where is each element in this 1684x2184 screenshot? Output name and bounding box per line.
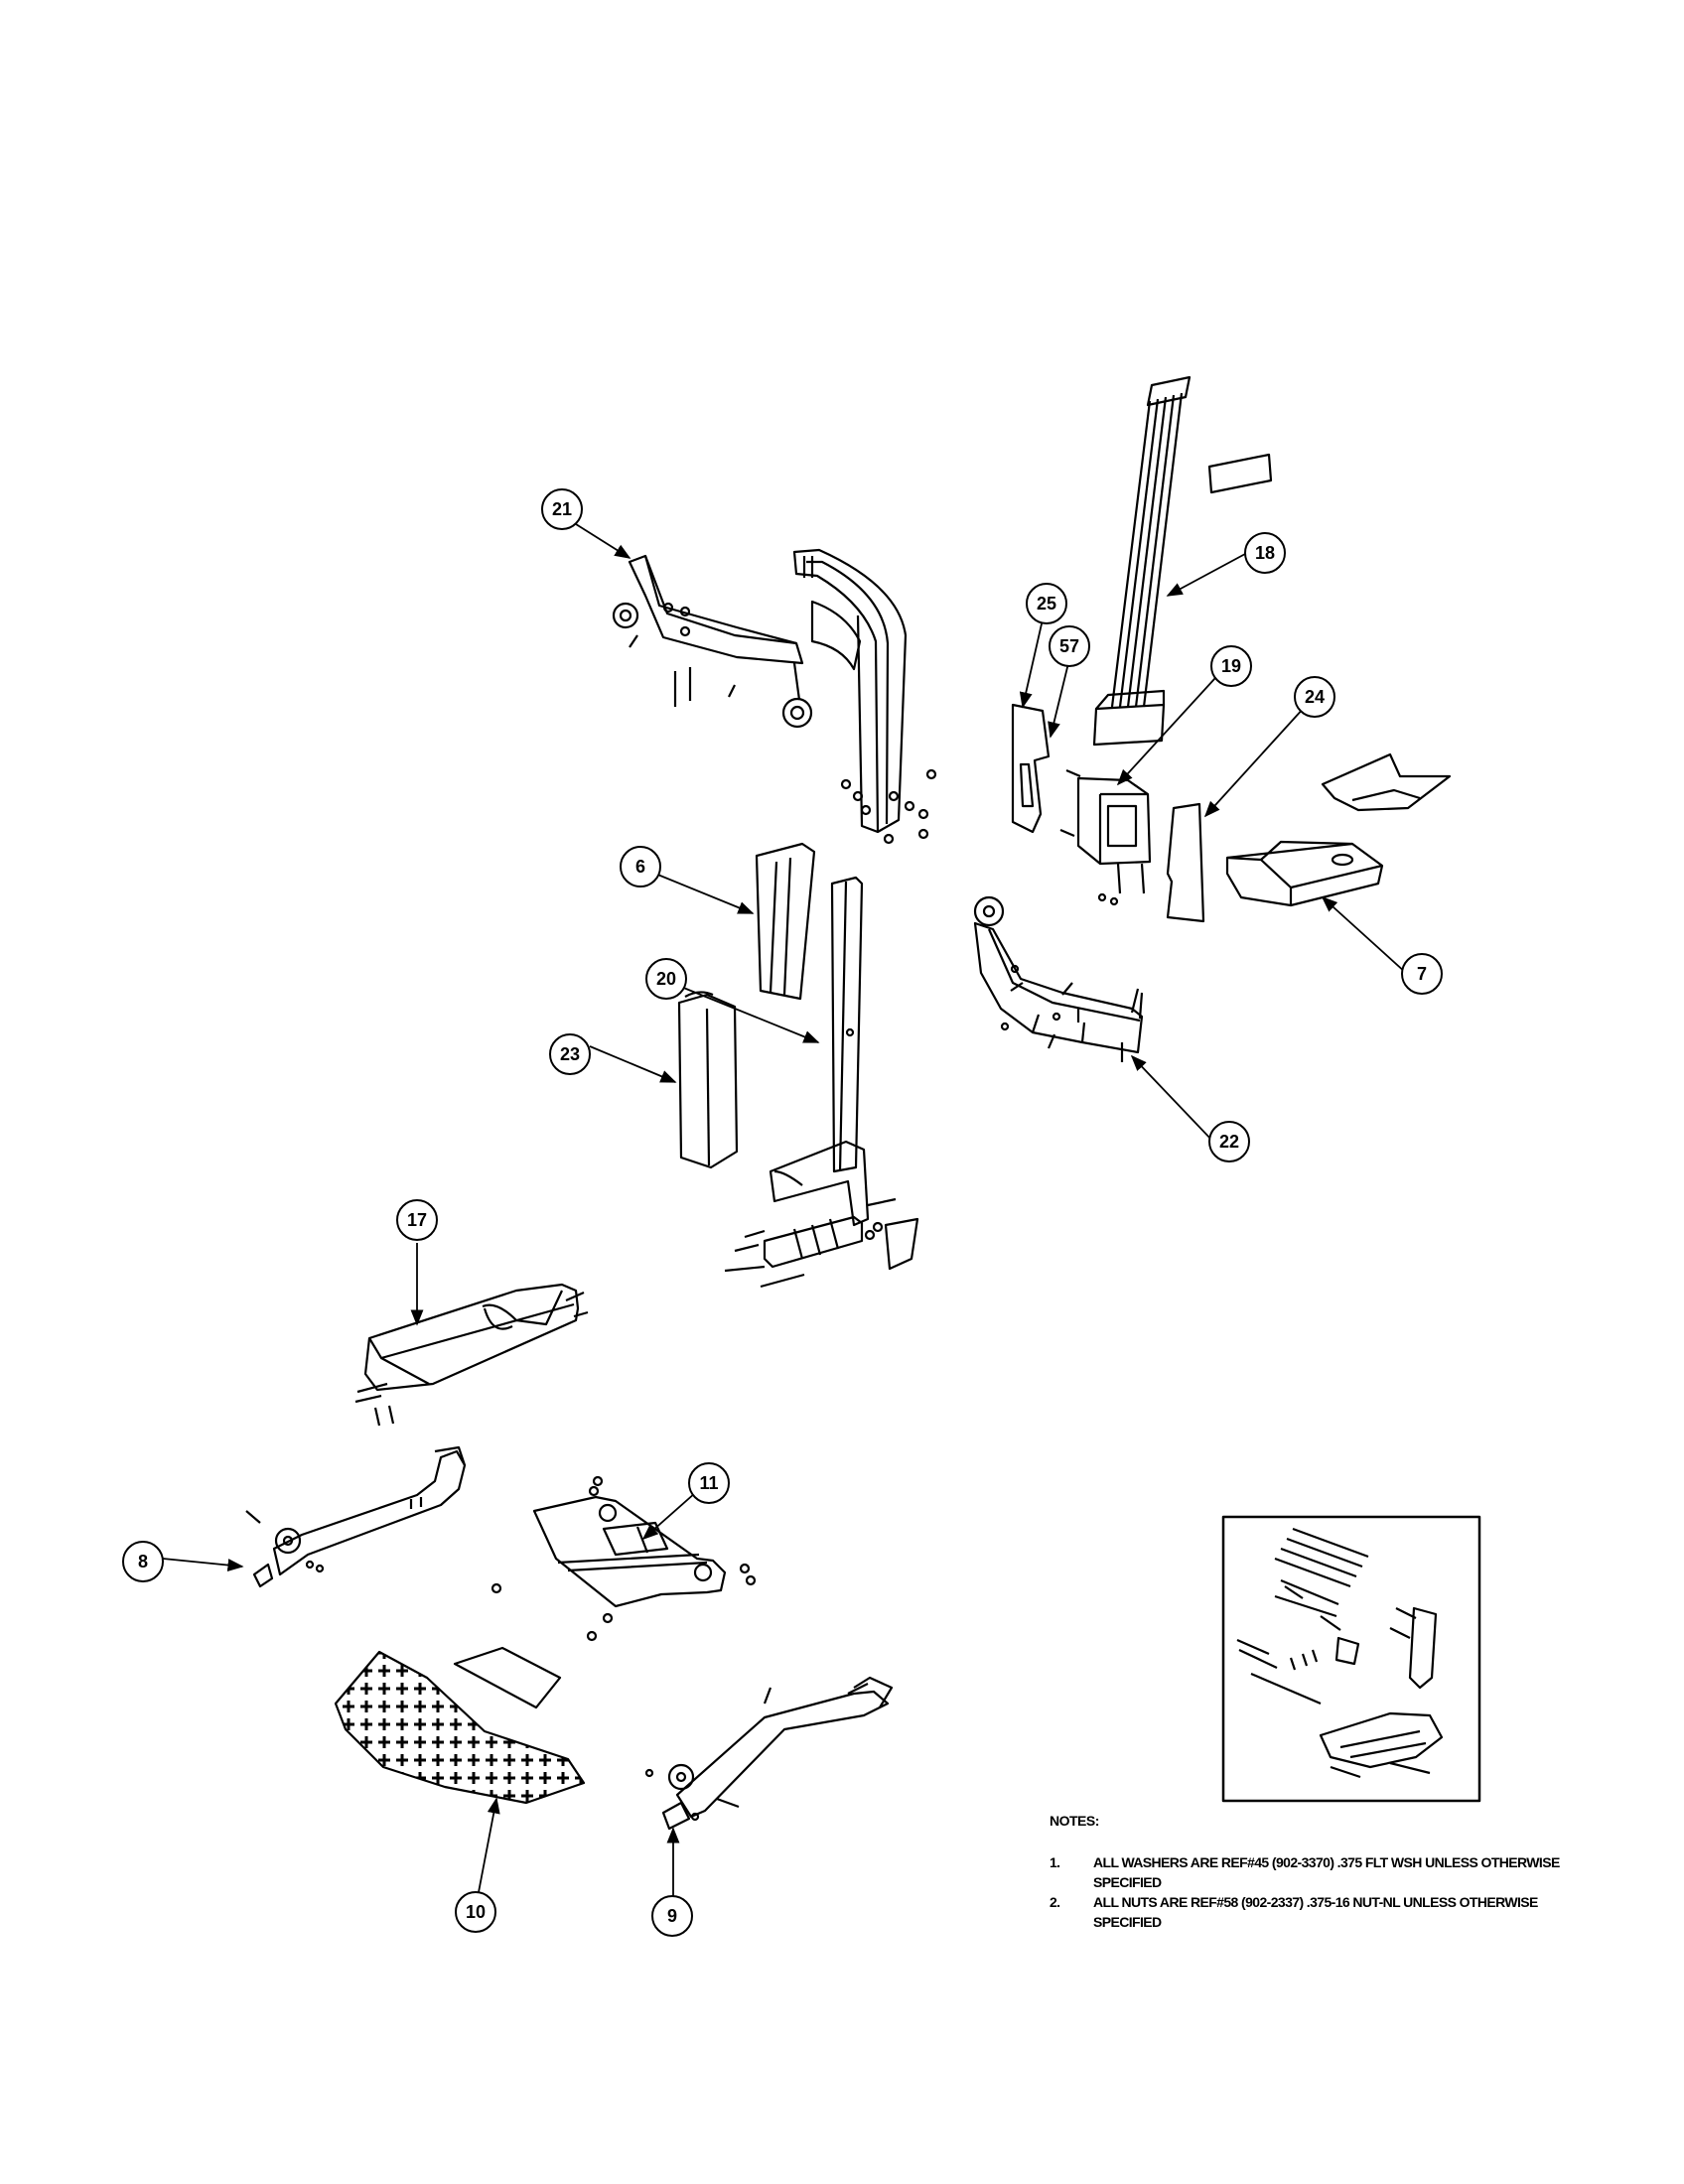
callout-label: 57 — [1059, 636, 1079, 656]
notes-title: NOTES: — [1050, 1813, 1099, 1829]
callout-label: 8 — [138, 1552, 148, 1571]
callout-7: 7 — [1401, 953, 1443, 995]
callout-23: 23 — [549, 1033, 591, 1075]
instruction-sheet — [453, 1646, 562, 1709]
callout-label: 6 — [635, 857, 645, 877]
callout-9: 9 — [651, 1895, 693, 1937]
part-25-shroud — [1011, 703, 1051, 834]
callout-25: 25 — [1026, 583, 1067, 624]
callout-label: 11 — [699, 1473, 718, 1493]
callout-20: 20 — [645, 958, 687, 1000]
part-8-left-leg-tube — [245, 1445, 467, 1588]
callout-label: 10 — [466, 1902, 486, 1922]
part-21-rear-frame — [612, 554, 813, 729]
callout-label: 24 — [1305, 687, 1325, 707]
part-9-right-leg-tube — [644, 1676, 894, 1831]
callout-label: 9 — [667, 1906, 677, 1926]
part-10-floor-mat — [334, 1650, 586, 1805]
callout-6: 6 — [620, 846, 661, 887]
callout-label: 7 — [1417, 964, 1427, 984]
upright-curved-frame — [792, 548, 937, 845]
note-text: ALL WASHERS ARE REF#45 (902-3370) .375 F… — [1093, 1854, 1560, 1890]
callout-22: 22 — [1208, 1121, 1250, 1162]
part-22-front-arm — [973, 895, 1144, 1062]
part-20-main-upright — [724, 876, 919, 1289]
note-item: 1. ALL WASHERS ARE REF#45 (902-3370) .37… — [1050, 1852, 1606, 1892]
callout-17: 17 — [396, 1199, 438, 1241]
callout-19: 19 — [1210, 645, 1252, 687]
note-number: 1. — [1050, 1854, 1060, 1870]
callout-label: 25 — [1037, 594, 1056, 614]
callout-21: 21 — [541, 488, 583, 530]
part-24-plate — [1166, 802, 1205, 923]
part-23-lower-cover — [677, 991, 739, 1169]
callout-label: 20 — [656, 969, 676, 989]
callout-label: 21 — [552, 499, 572, 519]
callout-label: 18 — [1255, 543, 1275, 563]
part-18-cable-bundle — [1092, 375, 1273, 747]
part-11-base-plate — [491, 1475, 757, 1642]
note-number: 2. — [1050, 1894, 1060, 1910]
callout-label: 17 — [407, 1210, 427, 1230]
notes-block: NOTES: 1. ALL WASHERS ARE REF#45 (902-33… — [1050, 1813, 1606, 1932]
callout-18: 18 — [1244, 532, 1286, 574]
callout-8: 8 — [122, 1541, 164, 1582]
callout-label: 19 — [1221, 656, 1241, 676]
callout-label: 22 — [1219, 1132, 1239, 1152]
callout-24: 24 — [1294, 676, 1335, 718]
callout-label: 23 — [560, 1044, 580, 1064]
callout-11: 11 — [688, 1462, 730, 1504]
callout-57: 57 — [1049, 625, 1090, 667]
assembly-inset — [1221, 1515, 1481, 1803]
note-item: 2. ALL NUTS ARE REF#58 (902-2337) .375-1… — [1050, 1892, 1606, 1932]
leader-lines — [162, 523, 1407, 1896]
callout-10: 10 — [455, 1891, 496, 1933]
part-17-seat-pad — [354, 1283, 589, 1427]
part-19-bracket — [1059, 768, 1152, 906]
part-7-tray — [1225, 752, 1452, 907]
note-text: ALL NUTS ARE REF#58 (902-2337) .375-16 N… — [1093, 1894, 1538, 1930]
part-6-cover — [755, 842, 816, 1001]
